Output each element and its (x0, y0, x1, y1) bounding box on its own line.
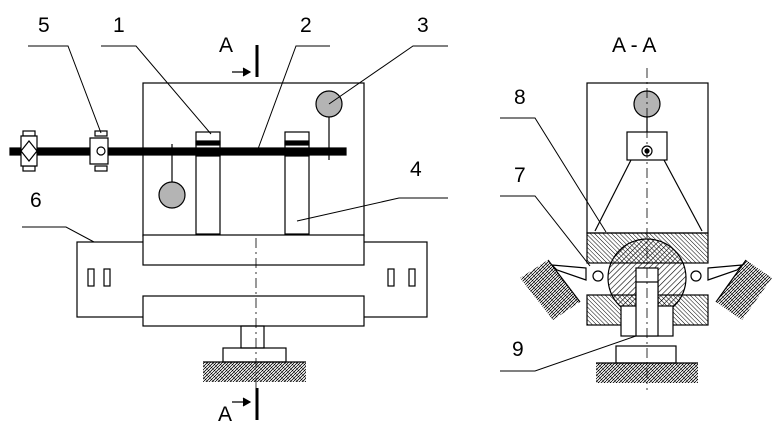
front-view (9, 45, 428, 420)
section-view (520, 68, 772, 390)
wall-right (716, 260, 772, 320)
slot (87, 268, 95, 287)
main-shaft (9, 147, 347, 156)
label-9: 9 (512, 338, 524, 361)
clamp-left (20, 130, 38, 172)
column-1 (195, 131, 221, 235)
label-1: 1 (113, 14, 125, 37)
label-4: 4 (410, 158, 422, 181)
slot (408, 268, 416, 287)
wall-left (520, 260, 580, 320)
slot (387, 268, 395, 287)
slot (103, 268, 111, 287)
leaders-left (22, 45, 448, 243)
pedestal-foot (222, 347, 287, 363)
column-4 (284, 131, 310, 235)
leaders-right (500, 117, 637, 372)
label-section-bottom: A (218, 403, 232, 426)
weight-left (158, 181, 186, 209)
label-7: 7 (514, 164, 526, 187)
ground-left (203, 362, 306, 382)
section-title: A - A (612, 34, 656, 57)
upper-bar (142, 234, 365, 266)
label-5: 5 (38, 14, 50, 37)
clamp-right (89, 130, 109, 172)
label-8: 8 (514, 86, 526, 109)
label-section-top: A (219, 34, 233, 57)
pedestal-neck (240, 325, 265, 349)
label-3: 3 (417, 14, 429, 37)
label-2: 2 (300, 14, 312, 37)
label-6: 6 (30, 189, 42, 212)
lower-bar (142, 295, 365, 327)
